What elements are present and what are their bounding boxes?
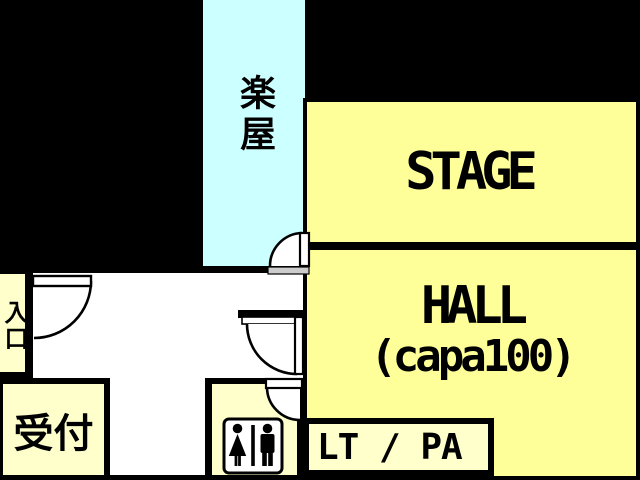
room-restroom xyxy=(205,378,303,480)
entrance-label: 入口 xyxy=(0,300,28,352)
corridor-upper xyxy=(33,273,303,378)
room-dressing-label: 楽屋 xyxy=(234,74,275,156)
room-reception: 受付 xyxy=(0,378,110,480)
room-dressing: 楽屋 xyxy=(203,0,305,266)
entrance-strip: 入口 xyxy=(0,271,33,378)
room-hall-label: HALL xyxy=(420,276,528,336)
room-stage: STAGE xyxy=(303,98,640,246)
wall-dressing-bottom xyxy=(203,266,270,273)
restroom-icon xyxy=(222,417,284,475)
room-lt-pa-label: LT / PA xyxy=(317,426,463,468)
restroom-sign-divider xyxy=(251,425,255,466)
man-icon xyxy=(260,423,275,466)
room-reception-label: 受付 xyxy=(13,410,94,457)
room-hall-capacity: (capa100) xyxy=(370,331,576,382)
woman-icon xyxy=(228,423,247,466)
room-lt-pa: LT / PA xyxy=(303,418,494,476)
corridor-lower xyxy=(110,378,205,475)
room-stage-label: STAGE xyxy=(405,142,538,202)
